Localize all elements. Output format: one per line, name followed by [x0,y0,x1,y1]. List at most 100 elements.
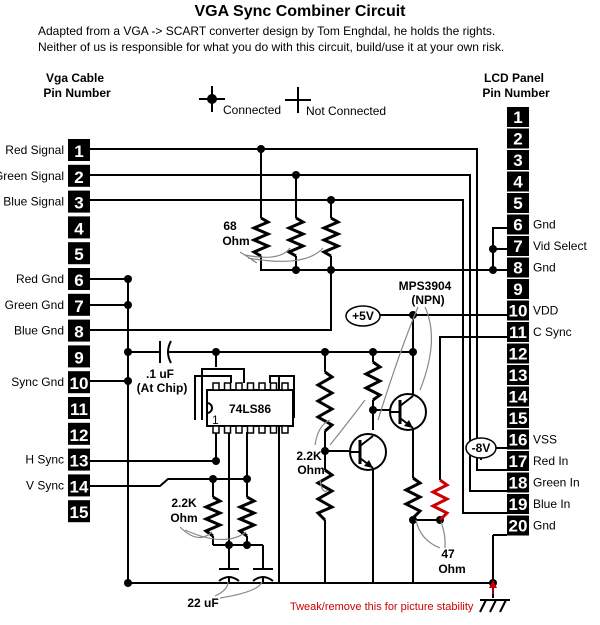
r22k-left-unit: Ohm [170,511,197,525]
vga-pin-15: 15 [68,500,90,523]
vga-pin-number: 5 [74,245,83,264]
junction-dot [489,245,497,253]
lcd-pin-number: 11 [509,323,527,342]
lcd-pin-label: Gnd [533,218,556,232]
lcd-pin-5: 5 [507,193,529,213]
vga-header-line2: Pin Number [43,86,111,100]
chip-pin-bottom [258,425,266,434]
junction-dot [369,406,377,414]
chip-pin-bottom [281,425,289,434]
lcd-pin-label: VSS [533,433,557,447]
lcd-pin-4: 4 [507,171,529,192]
lcd-pin-number: 3 [513,151,522,170]
lcd-pin-14: 14 [507,386,529,407]
junction-dot [243,541,251,549]
lcd-pin-7: 7 Vid Select [507,236,587,256]
junction-dot [292,171,300,179]
lcd-pin-number: 6 [513,216,522,235]
lcd-pin-number: 8 [513,259,522,278]
lcd-pin-label: Green In [533,476,580,490]
vga-pin-number: 8 [74,323,83,342]
chip-pin-top [269,382,278,391]
legend-connected-label: Connected [223,103,281,117]
junction-dot [292,266,300,274]
junction-dot [209,475,217,483]
chip-pin-top [212,382,220,391]
junction-dot [369,348,377,356]
vga-pin-number: 3 [74,194,83,213]
lcd-pin-number: 2 [513,130,522,149]
junction-dot [321,348,329,356]
lcd-pin-number: 14 [509,388,528,407]
resistor-2k2-hsync [202,495,224,538]
junction-dot [212,348,220,356]
lcd-pin-number: 20 [509,517,528,536]
lcd-pin-13: 13 [507,365,529,385]
lcd-pin-number: 7 [513,237,522,256]
lcd-header-line2: Pin Number [482,86,550,100]
legend-not-connected-symbol [285,87,311,113]
lcd-pin-label: Gnd [533,261,556,275]
lcd-pin-number: 18 [509,474,528,493]
junction-dot [124,348,132,356]
vga-pin-number: 15 [70,503,89,522]
resistor-2k2-vsync [236,495,258,538]
junction-dot [327,266,335,274]
chip-pin-bottom [223,425,232,434]
transistor-model: MPS3904 [399,279,452,293]
vga-header-line1: Vga Cable [46,71,104,85]
junction-dot [321,447,329,455]
vdd-label: +5V [352,309,374,323]
chip-74ls86 [206,389,294,427]
vga-pin-number: 10 [70,374,89,393]
vga-pin-number: 14 [70,477,89,496]
vga-pin-number: 7 [74,297,83,316]
page-title: VGA Sync Combiner Circuit [195,3,407,20]
chip-pin-bottom [246,425,255,434]
chip-label: 74LS86 [229,402,271,416]
vga-pin-number: 4 [74,219,84,238]
lcd-pin-number: 17 [509,452,528,471]
chip-pin-bottom [235,425,243,434]
cap-small-note: (At Chip) [137,381,188,395]
vga-pin-9: 9 [68,345,90,368]
vga-pin-label: Red Gnd [16,272,64,286]
vga-pin-label: V Sync [26,478,64,492]
lcd-pin-12: 12 [507,343,529,364]
junction-dot [327,196,335,204]
transistor-q2 [389,393,427,431]
lcd-pin-11: 11 C Sync [507,322,572,342]
vga-pin-12: 12 [68,422,90,445]
lcd-pin-2: 2 [507,128,529,149]
vga-pin-11: 11 [68,397,90,419]
vga-pin-number: 6 [74,271,83,290]
vga-pin-number: 9 [74,348,83,367]
vga-pin-label: Green Gnd [5,298,64,312]
vga-pin-4: 4 [68,216,90,239]
vga-pin-5: 5 [68,242,90,265]
vss-label: -8V [472,441,491,455]
lcd-pin-label: C Sync [533,325,572,339]
vga-pin-7: 7 Green Gnd [5,293,90,316]
resistor-2k2-lower [314,468,336,522]
vga-pin-6: 6 Red Gnd [16,268,90,290]
vga-pin-label: Green Signal [0,169,64,183]
lcd-pin-6: 6 Gnd [507,214,556,235]
lcd-pin-label: VDD [533,304,559,318]
lcd-pin-number: 12 [509,345,528,364]
lcd-pin-1: 1 [507,107,529,127]
resistor-transistor-bias [362,360,384,402]
lcd-pin-label: Vid Select [533,239,587,253]
vdd-supply-badge [345,305,381,327]
r68-value: 68 [223,219,237,233]
credit-line-1: Adapted from a VGA -> SCART converter de… [38,24,495,38]
chip-pin-top [281,382,289,391]
lcd-pin-number: 15 [509,409,528,428]
legend-not-connected-label: Not Connected [306,104,386,118]
r22k-right-unit: Ohm [297,463,324,477]
